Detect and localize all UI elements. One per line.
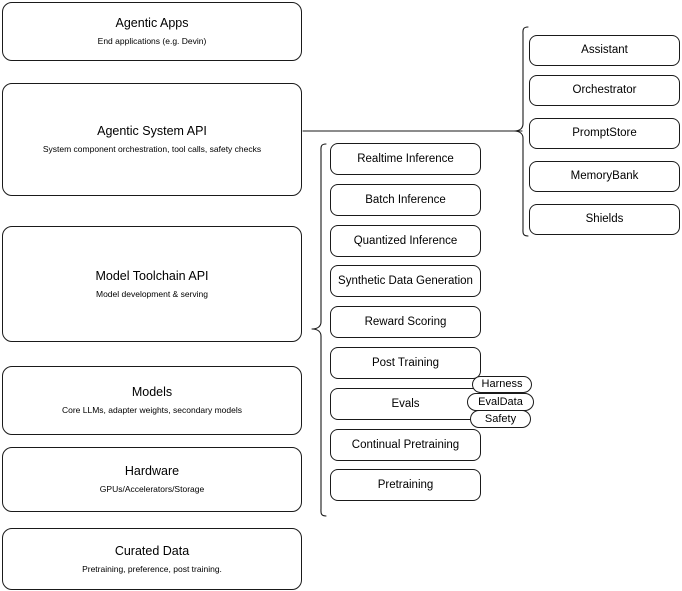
component-shields[interactable]: Shields [529, 204, 680, 235]
component-label: Continual Pretraining [351, 438, 460, 451]
evals-subcomponent-label: Harness [481, 378, 523, 390]
stack-layer-curated-data[interactable]: Curated Data Pretraining, preference, po… [2, 528, 302, 590]
component-label: Synthetic Data Generation [338, 274, 473, 287]
component-label: Evals [391, 397, 420, 410]
stack-layer-hardware[interactable]: Hardware GPUs/Accelerators/Storage [2, 447, 302, 512]
component-label: Shields [585, 213, 624, 226]
stack-layer-title: Model Toolchain API [95, 268, 209, 283]
stack-layer-subtitle: Model development & serving [96, 288, 208, 299]
component-reward-scoring[interactable]: Reward Scoring [330, 306, 481, 338]
component-label: Post Training [371, 356, 440, 369]
component-synthetic-data-generation[interactable]: Synthetic Data Generation [330, 265, 481, 297]
component-pretraining[interactable]: Pretraining [330, 469, 481, 501]
stack-layer-agentic-apps[interactable]: Agentic Apps End applications (e.g. Devi… [2, 2, 302, 61]
component-label: Reward Scoring [364, 315, 447, 328]
stack-layer-title: Agentic Apps [115, 16, 189, 31]
component-continual-pretraining[interactable]: Continual Pretraining [330, 429, 481, 461]
component-post-training[interactable]: Post Training [330, 347, 481, 379]
stack-layer-title: Agentic System API [97, 124, 207, 139]
component-label: Batch Inference [365, 193, 446, 206]
stack-layer-title: Hardware [124, 464, 180, 479]
component-label: PromptStore [572, 127, 637, 140]
stack-layer-subtitle: Core LLMs, adapter weights, secondary mo… [61, 405, 242, 415]
component-orchestrator[interactable]: Orchestrator [529, 75, 680, 106]
evals-subcomponent-evaldata[interactable]: EvalData [467, 393, 534, 411]
component-label: Realtime Inference [357, 152, 454, 165]
component-memorybank[interactable]: MemoryBank [529, 161, 680, 192]
stack-layer-title: Models [131, 385, 173, 400]
stack-layer-subtitle: GPUs/Accelerators/Storage [99, 484, 205, 494]
evals-subcomponent-safety[interactable]: Safety [470, 410, 531, 428]
evals-subcomponent-label: Safety [484, 412, 517, 425]
brace-model-toolchain-components [311, 143, 327, 517]
stack-layer-model-toolchain-api[interactable]: Model Toolchain API Model development & … [2, 226, 302, 342]
stack-layer-subtitle: Pretraining, preference, post training. [82, 563, 222, 574]
stack-layer-subtitle: System component orchestration, tool cal… [42, 144, 262, 154]
component-label: Pretraining [377, 478, 434, 491]
component-realtime-inference[interactable]: Realtime Inference [330, 143, 481, 175]
component-label: MemoryBank [570, 170, 639, 183]
component-quantized-inference[interactable]: Quantized Inference [330, 225, 481, 257]
component-label: Assistant [581, 44, 628, 57]
component-evals[interactable]: Evals [330, 388, 481, 420]
component-batch-inference[interactable]: Batch Inference [330, 184, 481, 216]
stack-layer-title: Curated Data [114, 543, 190, 558]
component-label: Quantized Inference [353, 234, 458, 247]
component-promptstore[interactable]: PromptStore [529, 118, 680, 149]
brace-agentic-system-components [513, 26, 529, 237]
component-assistant[interactable]: Assistant [529, 35, 680, 66]
stack-layer-agentic-system-api[interactable]: Agentic System API System component orch… [2, 83, 302, 196]
component-label: Orchestrator [572, 84, 637, 97]
evals-subcomponent-label: EvalData [478, 395, 523, 408]
evals-subcomponent-harness[interactable]: Harness [472, 376, 532, 393]
stack-layer-subtitle: End applications (e.g. Devin) [97, 36, 207, 46]
stack-layer-models[interactable]: Models Core LLMs, adapter weights, secon… [2, 366, 302, 435]
